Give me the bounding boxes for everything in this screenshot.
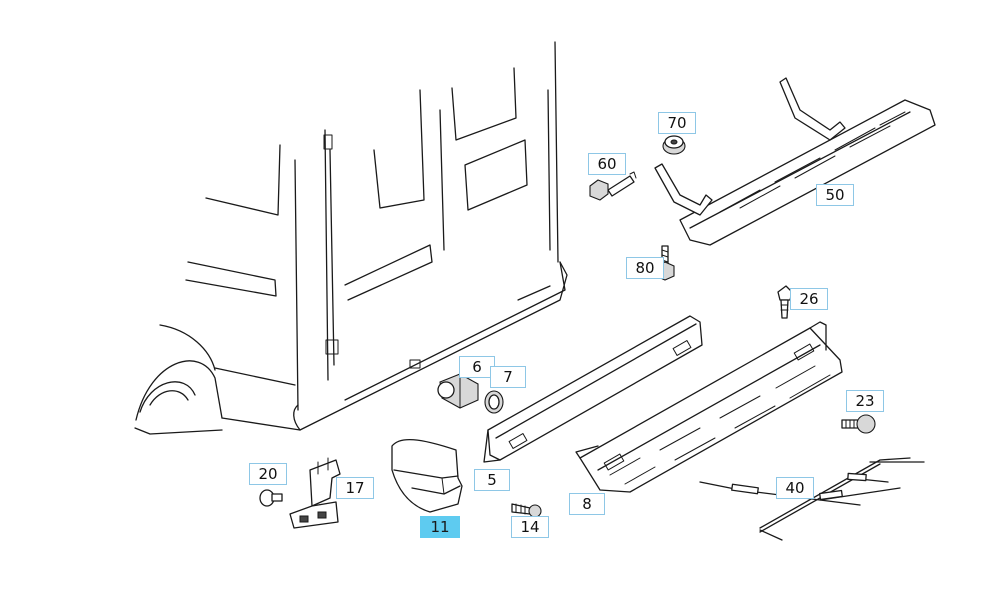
part-20-screw (259, 489, 283, 507)
part-7-grommet (484, 390, 504, 414)
callout-7[interactable]: 7 (490, 366, 526, 388)
part-23-bolt (841, 414, 876, 434)
callout-23[interactable]: 23 (846, 390, 884, 412)
callout-17[interactable]: 17 (336, 477, 374, 499)
callout-50[interactable]: 50 (816, 184, 854, 206)
part-40-wiring-harness (699, 457, 925, 541)
part-5-side-trim (483, 315, 703, 463)
callout-8[interactable]: 8 (569, 493, 605, 515)
callout-60[interactable]: 60 (588, 153, 626, 175)
part-11-end-cap (391, 438, 463, 513)
callout-40[interactable]: 40 (776, 477, 814, 499)
callout-80[interactable]: 80 (626, 257, 664, 279)
callout-26[interactable]: 26 (790, 288, 828, 310)
callout-6[interactable]: 6 (459, 356, 495, 378)
part-70-nut (662, 135, 686, 155)
callout-5[interactable]: 5 (474, 469, 510, 491)
part-8-step-board (575, 321, 843, 493)
callout-20[interactable]: 20 (249, 463, 287, 485)
callout-14[interactable]: 14 (511, 516, 549, 538)
part-14-clip (511, 503, 542, 518)
callout-11[interactable]: 11 (420, 516, 460, 538)
callout-70[interactable]: 70 (658, 112, 696, 134)
part-60-bolt (589, 171, 637, 201)
part-6-sensor (437, 373, 479, 409)
van-body (134, 41, 568, 435)
part-26-clip (777, 285, 793, 319)
part-50-step-assembly (654, 77, 936, 246)
part-17-bracket (289, 457, 341, 529)
